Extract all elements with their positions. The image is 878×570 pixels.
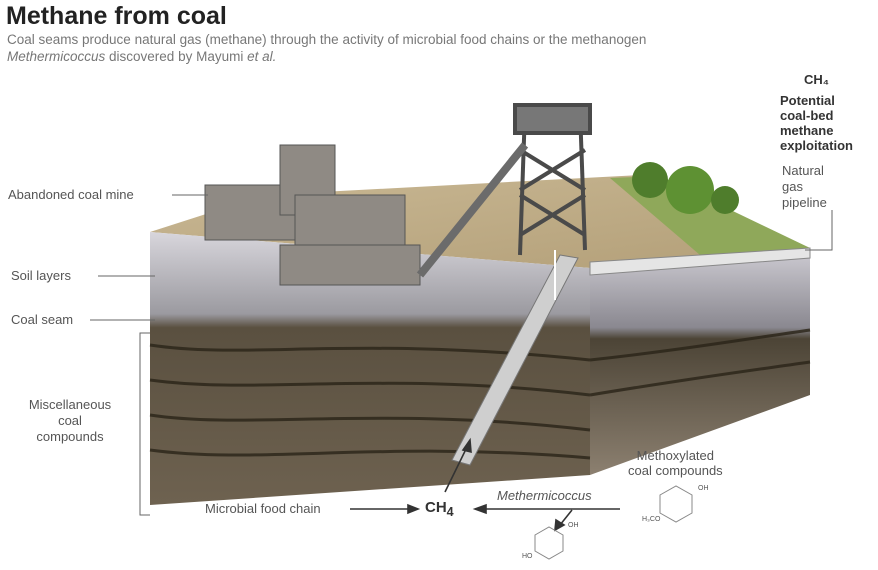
ho-group-label: HO: [522, 553, 533, 560]
tree-icon: [666, 166, 714, 214]
h3co-group-label: H₃CO: [642, 516, 661, 523]
label-line: Natural: [782, 163, 824, 178]
label-methoxylated-coal-compounds: Methoxylated coal compounds: [628, 448, 723, 478]
label-line: methane: [780, 123, 834, 138]
label-ch4-product: CH4: [425, 500, 454, 520]
label-ch4-top: CH₄: [804, 72, 829, 87]
natural-gas-pipeline: [589, 247, 811, 276]
label-line: gas: [782, 179, 803, 194]
label-line: compounds: [36, 429, 104, 444]
oh-group-label: OH: [698, 485, 709, 492]
label-line: coal-bed: [780, 108, 834, 123]
label-line: Potential: [780, 93, 835, 108]
mine-shaft: [451, 254, 579, 466]
oh-group-label-2: OH: [568, 522, 579, 529]
label-line: Methoxylated: [636, 448, 714, 463]
subtitle-organism: Methermicoccus: [7, 49, 106, 64]
label-natural-gas-pipeline: Natural gas pipeline: [782, 163, 827, 211]
label-methermicoccus: Methermicoccus: [497, 488, 592, 503]
block-side-face: [590, 248, 810, 475]
subtitle-text: Coal seams produce natural gas (methane)…: [7, 32, 647, 47]
tree-icon: [632, 162, 668, 198]
subtitle-etal: et al.: [247, 49, 277, 64]
page-title: Methane from coal: [6, 2, 227, 30]
label-line: coal: [58, 413, 82, 428]
label-abandoned-coal-mine: Abandoned coal mine: [8, 187, 134, 202]
leader-lines: [90, 194, 833, 516]
molecule-structures: [534, 485, 693, 560]
tree-icon: [711, 186, 739, 214]
label-line: pipeline: [782, 195, 827, 210]
abandoned-mine-buildings: [204, 144, 421, 286]
label-microbial-food-chain: Microbial food chain: [205, 501, 321, 516]
label-line: coal compounds: [628, 463, 723, 478]
label-coal-seam: Coal seam: [11, 312, 74, 327]
subtitle-text-2: discovered by Mayumi: [105, 49, 248, 64]
label-potential-coal-bed-methane: Potential coal-bed methane exploitation: [780, 93, 853, 153]
reaction-arrows: [350, 437, 620, 532]
label-misc-coal-compounds: Miscellaneous coal compounds: [22, 397, 118, 445]
label-line: Miscellaneous: [28, 397, 112, 412]
subtitle: Coal seams produce natural gas (methane)…: [7, 31, 647, 65]
label-line: exploitation: [780, 138, 853, 153]
grass-area: [610, 176, 810, 255]
label-soil-layers: Soil layers: [11, 268, 71, 283]
ch4-text: CH: [425, 499, 447, 516]
mine-headframe: [416, 103, 592, 278]
ch4-subscript: 4: [446, 505, 454, 519]
